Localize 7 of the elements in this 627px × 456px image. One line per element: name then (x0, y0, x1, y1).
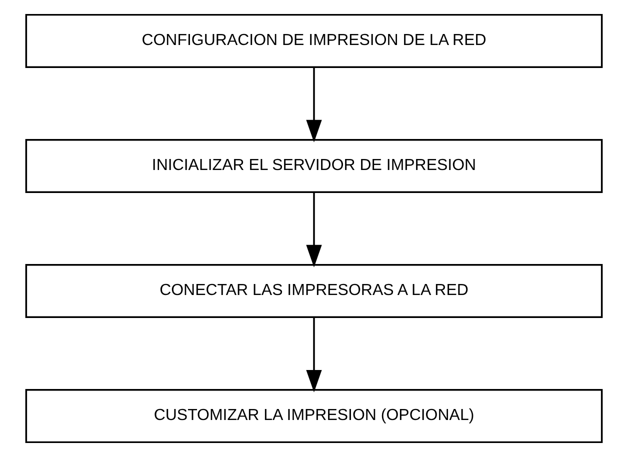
node-box: CUSTOMIZAR LA IMPRESION (OPCIONAL) (24, 388, 602, 443)
arrow (306, 192, 322, 267)
node-box: CONECTAR LAS IMPRESORAS A LA RED (24, 263, 602, 318)
node-box: CONFIGURACION DE IMPRESION DE LA RED (24, 13, 602, 68)
arrow (306, 67, 322, 142)
node-box: INICIALIZAR EL SERVIDOR DE IMPRESION (24, 138, 602, 193)
arrow (306, 317, 322, 392)
